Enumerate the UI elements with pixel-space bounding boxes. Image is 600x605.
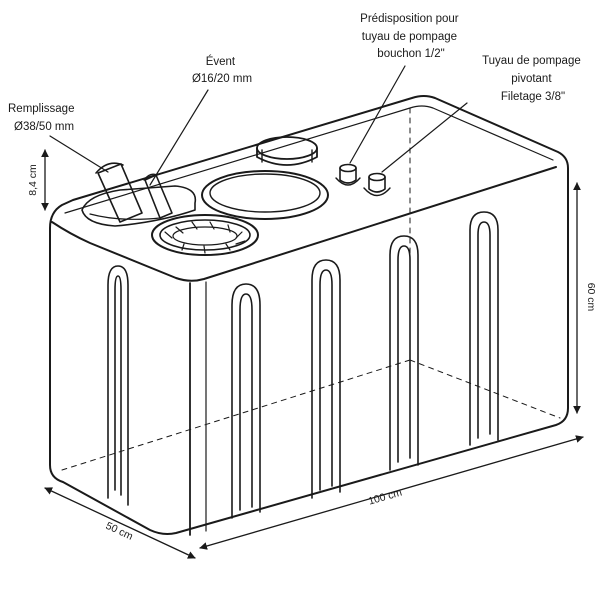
callout-remplissage: Remplissage Ø38/50 mm (8, 103, 78, 133)
dim-neck-height-label: 8,4 cm (27, 164, 39, 196)
callout-predisposition-line2: tuyau de pompage (362, 31, 457, 43)
callout-predisposition: Prédisposition pour tuyau de pompage bou… (360, 13, 462, 60)
dimension-lines (41, 149, 584, 559)
callout-tuyau-line3: Filetage 3/8" (501, 91, 565, 103)
dim-length-label: 100 cm (367, 487, 404, 508)
callout-event-line2: Ø16/20 mm (192, 73, 252, 85)
dim-height-label: 60 cm (585, 283, 597, 312)
swivel-pump-fitting (363, 172, 391, 197)
large-opening (201, 170, 329, 220)
callout-tuyau-line2: pivotant (511, 73, 552, 85)
callout-tuyau-line1: Tuyau de pompage (482, 55, 581, 67)
callout-remplissage-line1: Remplissage (8, 103, 74, 115)
callout-remplissage-line2: Ø38/50 mm (14, 121, 74, 133)
callout-event-line1: Évent (206, 55, 236, 68)
fill-recess (81, 185, 197, 227)
callout-predisposition-line3: bouchon 1/2" (377, 48, 444, 60)
callout-leaders (49, 65, 468, 186)
fill-pipe (95, 162, 143, 223)
callout-predisposition-line1: Prédisposition pour (360, 13, 459, 25)
inspection-hatch (151, 214, 259, 256)
callout-tuyau: Tuyau de pompage pivotant Filetage 3/8" (482, 55, 584, 103)
tank-ribs (107, 211, 499, 519)
vent-pipe (143, 173, 173, 219)
callout-event: Évent Ø16/20 mm (192, 55, 252, 85)
threaded-neck (256, 136, 318, 166)
pump-plug-fitting (335, 163, 361, 186)
